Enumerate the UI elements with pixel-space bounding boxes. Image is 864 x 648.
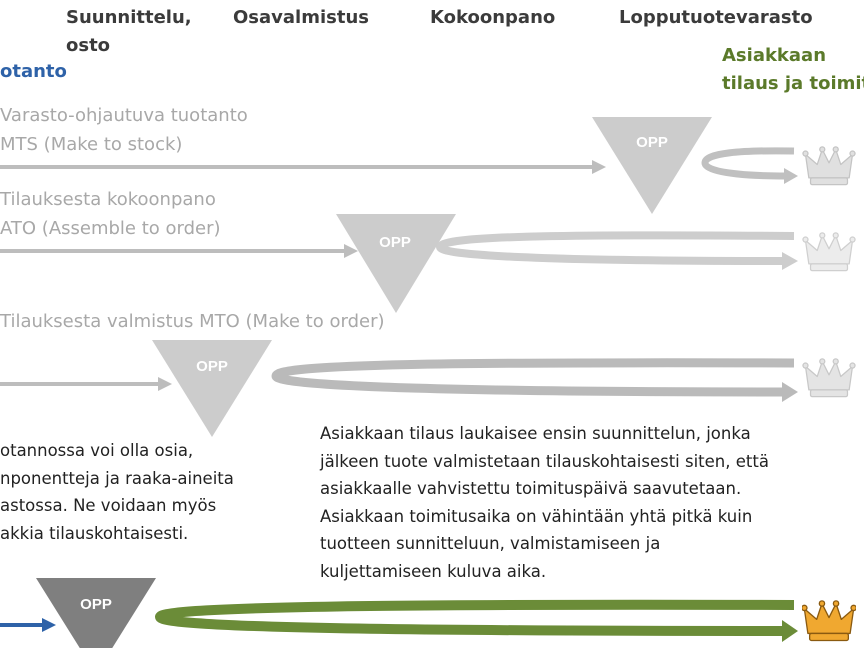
header-assembly: Kokoonpano <box>430 7 556 28</box>
left-label-production: otanto <box>0 61 67 82</box>
note-right-line: tuotteen sunnitteluun, valmistamiseen ja <box>320 534 661 553</box>
note-left-line: akkia tilauskohtaisesti. <box>0 523 189 543</box>
note-right: Asiakkaan tilaus laukaisee ensin suunnit… <box>320 420 769 585</box>
mts-delivery-loop <box>701 147 795 180</box>
mto-opp-triangle <box>152 340 272 437</box>
header-component-manufacturing: Osavalmistus <box>233 7 369 28</box>
mts-delivery-arrowhead <box>784 168 798 184</box>
note-right-line: Asiakkaan toimitusaika on vähintään yhtä… <box>320 506 753 526</box>
ato-opp-label: OPP <box>379 234 411 251</box>
note-right-line: jälkeen tuote valmistetaan tilauskohtais… <box>320 451 769 471</box>
ato-opp-triangle <box>336 214 456 313</box>
right-label-line2: tilaus ja toimit <box>722 73 864 94</box>
eto-arrowhead <box>42 618 56 632</box>
crown-icon <box>802 358 856 398</box>
right-label-line1: Asiakkaan <box>722 45 827 66</box>
eto-delivery-loop <box>154 599 795 636</box>
mts-label: Varasto-ohjautuva tuotanto MTS (Make to … <box>0 101 248 159</box>
eto-row: OPP <box>0 578 856 648</box>
mts-opp-label: OPP <box>636 134 668 151</box>
ato-label: Tilauksesta kokoonpano ATO (Assemble to … <box>0 185 221 243</box>
note-left-line: astossa. Ne voidaan myös <box>0 496 217 515</box>
mts-label-line1: Varasto-ohjautuva tuotanto <box>0 105 248 126</box>
eto-delivery-arrowhead <box>782 620 798 642</box>
ato-delivery-loop <box>435 231 795 265</box>
mto-arrowhead <box>158 377 172 391</box>
crown-icon <box>802 146 856 186</box>
crown-icon <box>802 232 856 272</box>
mts-opp-triangle <box>592 117 712 214</box>
ato-delivery-arrowhead <box>782 252 798 270</box>
eto-opp-label: OPP <box>80 596 112 613</box>
note-right-line: asiakkaalle vahvistettu toimituspäivä sa… <box>320 479 742 498</box>
mto-row: OPP <box>0 340 856 437</box>
mto-delivery-arrowhead <box>782 382 798 402</box>
mto-opp-label: OPP <box>196 358 228 375</box>
note-left-line: otannossa voi olla osia, <box>0 441 194 460</box>
mts-arrowhead <box>592 160 606 174</box>
eto-opp-triangle <box>36 578 156 648</box>
mto-label: Tilauksesta valmistus MTO (Make to order… <box>0 311 385 332</box>
header-design-line2: osto <box>66 35 111 56</box>
mts-row: OPP <box>0 117 856 214</box>
note-left: otannossa voi olla osia, nponentteja ja … <box>0 437 234 547</box>
mts-label-line2: MTS (Make to stock) <box>0 134 183 155</box>
header-design-purchase: Suunnittelu, osto <box>66 4 192 60</box>
header-design-line1: Suunnittelu, <box>66 7 192 28</box>
ato-label-line1: Tilauksesta kokoonpano <box>0 189 216 210</box>
ato-arrowhead <box>344 244 358 258</box>
ato-row: OPP <box>0 214 856 313</box>
note-left-line: nponentteja ja raaka-aineita <box>0 468 234 488</box>
ato-label-line2: ATO (Assemble to order) <box>0 218 221 239</box>
note-right-line: Asiakkaan tilaus laukaisee ensin suunnit… <box>320 424 751 443</box>
mto-delivery-loop <box>271 358 795 397</box>
note-right-line: kuljettamiseen kuluva aika. <box>320 561 547 581</box>
right-label-customer-order: Asiakkaan tilaus ja toimit <box>722 42 864 98</box>
header-finished-goods: Lopputuotevarasto <box>619 7 813 28</box>
crown-icon <box>802 600 856 642</box>
